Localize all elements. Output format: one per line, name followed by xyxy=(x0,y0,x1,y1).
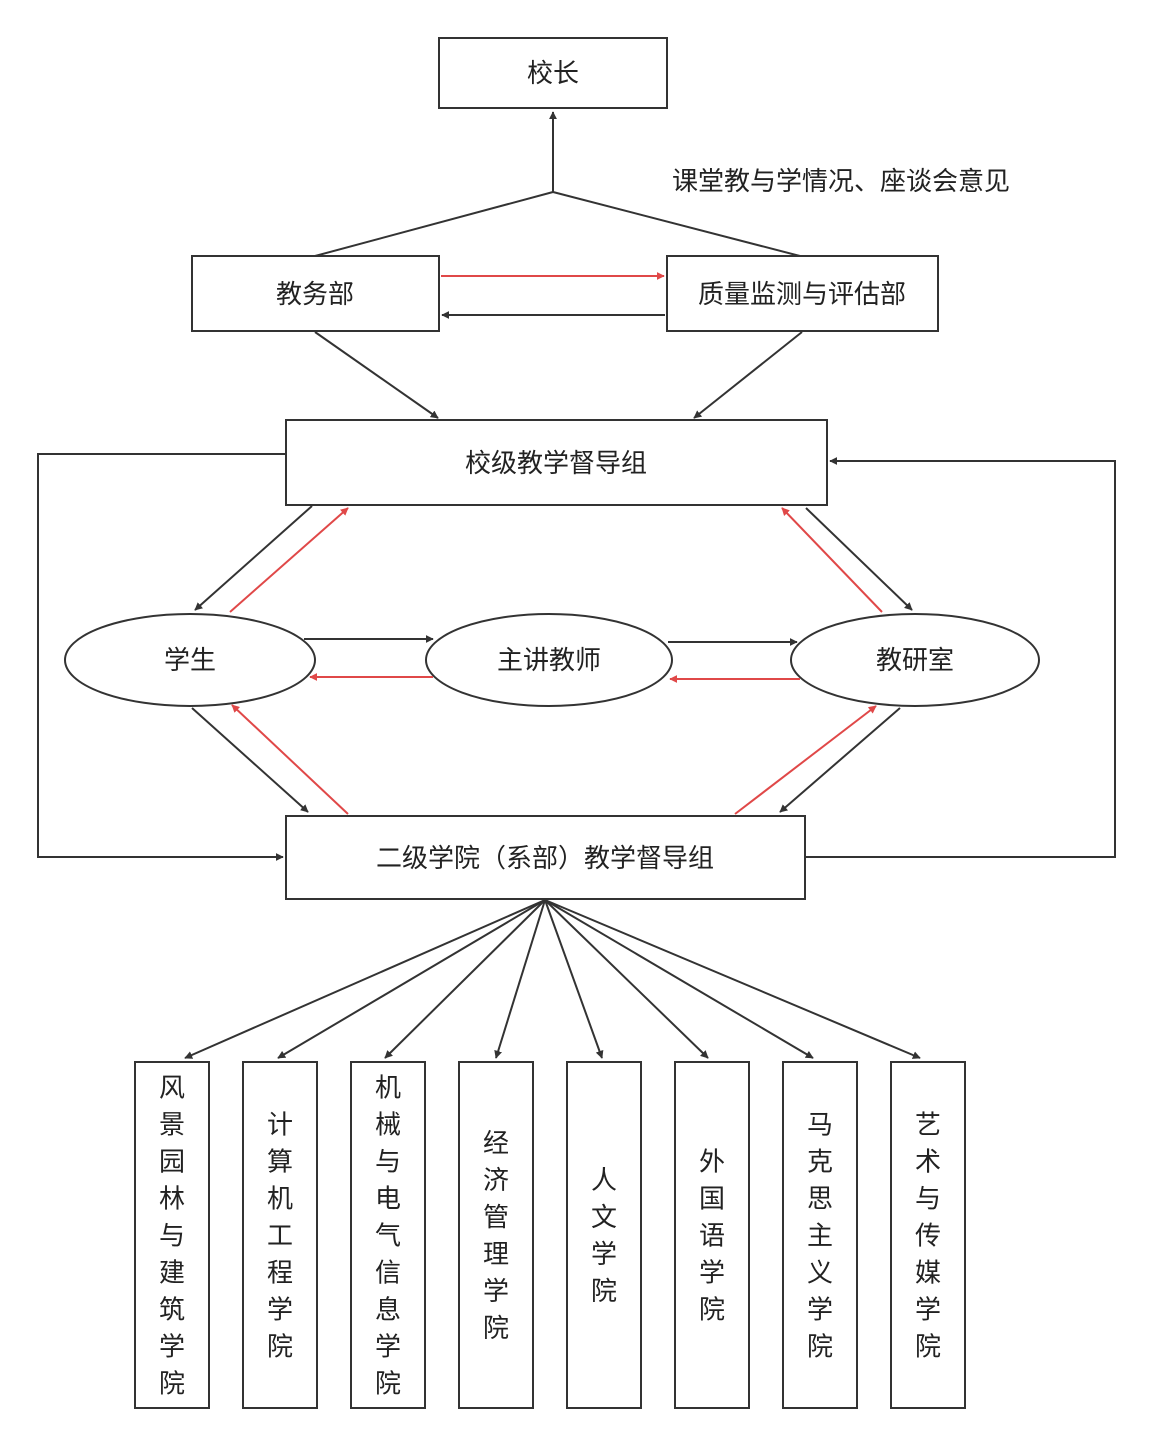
college-label: 外国语学院 xyxy=(699,1148,725,1326)
students-to-school-supervision-arrow xyxy=(229,507,349,613)
teaching-office-node: 教研室 xyxy=(790,613,1040,707)
fan-arrow-7 xyxy=(544,899,814,1059)
office-to-college-supervision-arrow xyxy=(779,707,901,813)
fan-arrow-8 xyxy=(544,899,921,1059)
academic-affairs-node: 教务部 xyxy=(191,255,440,332)
fan-arrow-5 xyxy=(544,899,604,1059)
fan-arrow-4 xyxy=(494,899,546,1059)
fan-arrow-6 xyxy=(544,899,709,1059)
principal-node: 校长 xyxy=(438,37,668,109)
college-node: 人文学院 xyxy=(566,1061,642,1409)
college-node: 外国语学院 xyxy=(674,1061,750,1409)
college-label: 人文学院 xyxy=(591,1166,617,1307)
college-node: 计算机工程学院 xyxy=(242,1061,318,1409)
college-supervision-to-office-arrow xyxy=(734,705,877,815)
quality-dept-node: 质量监测与评估部 xyxy=(666,255,939,332)
students-to-college-supervision-arrow xyxy=(191,707,309,813)
fan-arrow-2 xyxy=(277,899,546,1059)
fan-arrow-1 xyxy=(184,899,546,1059)
college-node: 经济管理学院 xyxy=(458,1061,534,1409)
school-supervision-label: 校级教学督导组 xyxy=(465,449,647,479)
report-label: 课堂教与学情况、座谈会意见 xyxy=(672,167,1010,197)
lecturer-label: 主讲教师 xyxy=(497,646,601,676)
office-to-school-supervision-arrow xyxy=(781,507,883,613)
college-list: 风景园林与建筑学院 计算机工程学院 机械与电气信息学院 经济管理学院 人文学院 外国语学院… xyxy=(134,1061,966,1409)
quality-to-school-supervision-arrow xyxy=(693,331,803,419)
school-supervision-to-students-arrow xyxy=(194,505,313,611)
students-label: 学生 xyxy=(164,646,216,676)
principal-label: 校长 xyxy=(527,59,579,89)
college-label: 经济管理学院 xyxy=(483,1129,509,1344)
college-label: 计算机工程学院 xyxy=(267,1111,293,1363)
college-node: 马克思主义学院 xyxy=(782,1061,858,1409)
college-supervision-node: 二级学院（系部）教学督导组 xyxy=(285,815,806,900)
right-loop-arrow xyxy=(806,457,1116,858)
report-connector xyxy=(314,111,801,257)
college-label: 艺术与传媒学院 xyxy=(915,1111,941,1363)
quality-dept-label: 质量监测与评估部 xyxy=(698,280,906,310)
lecturer-node: 主讲教师 xyxy=(425,613,673,707)
college-node: 机械与电气信息学院 xyxy=(350,1061,426,1409)
affairs-to-school-supervision-arrow xyxy=(314,331,439,419)
academic-affairs-label: 教务部 xyxy=(276,280,354,310)
college-node: 风景园林与建筑学院 xyxy=(134,1061,210,1409)
college-label: 马克思主义学院 xyxy=(807,1111,833,1363)
students-node: 学生 xyxy=(64,613,316,707)
college-label: 风景园林与建筑学院 xyxy=(159,1074,185,1400)
college-supervision-label: 二级学院（系部）教学督导组 xyxy=(376,844,714,874)
college-supervision-to-students-arrow xyxy=(231,704,349,815)
college-label: 机械与电气信息学院 xyxy=(375,1074,401,1400)
college-fan-out xyxy=(184,899,921,1059)
fan-arrow-3 xyxy=(384,899,546,1059)
college-node: 艺术与传媒学院 xyxy=(890,1061,966,1409)
school-supervision-node: 校级教学督导组 xyxy=(285,419,828,506)
left-loop-arrow xyxy=(37,453,286,861)
teaching-office-label: 教研室 xyxy=(876,646,954,676)
school-supervision-to-office-arrow xyxy=(805,507,913,611)
